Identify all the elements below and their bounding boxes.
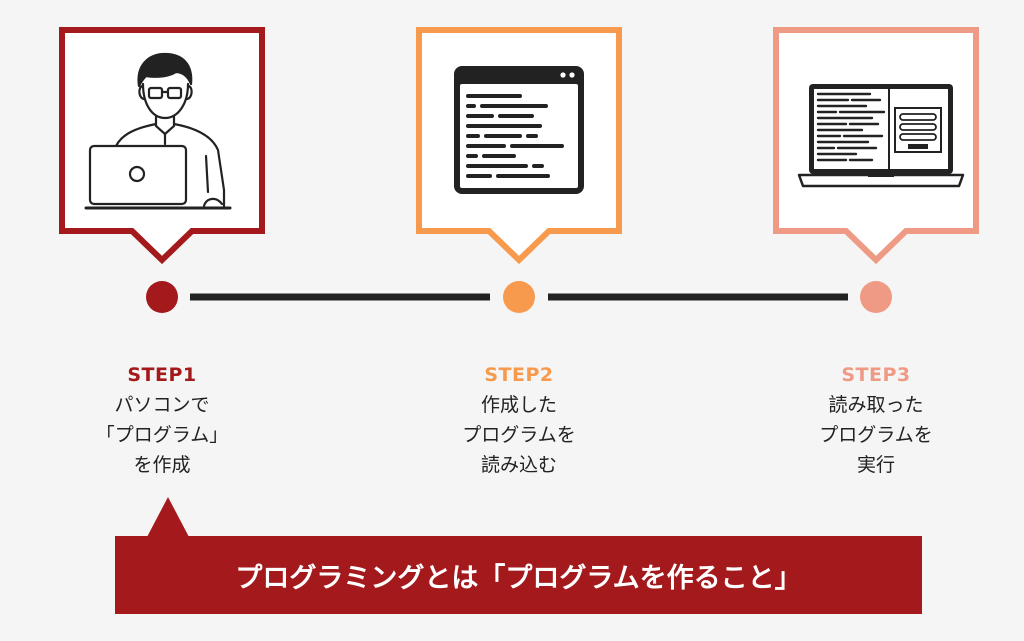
banner-text: プログラミングとは「プログラムを作ること」 [235,562,802,594]
definition-banner: プログラミングとは「プログラムを作ること」 [115,536,922,614]
step1-line-3: を作成 [133,454,191,476]
step3-line-3: 実行 [856,454,895,476]
step2-line-3: 読み込む [480,454,557,476]
step3-dot [860,281,892,313]
step1-callout [59,27,265,265]
step2-callout [416,27,622,265]
step2-line-1: 作成した [480,394,557,416]
step3-line-1: 読み取った [828,394,924,416]
step2-dot [503,281,535,313]
banner-pointer [147,497,189,537]
step1-text: STEP1 パソコンで 「プログラム」 を作成 [52,360,272,480]
step2-label: STEP2 [484,364,554,386]
step2-line-2: プログラムを [462,424,576,446]
step1-line-1: パソコンで [114,394,210,416]
step3-text: STEP3 読み取った プログラムを 実行 [766,360,986,480]
laptop-code-screen-icon [797,84,965,188]
step3-label: STEP3 [841,364,911,386]
step1-line-2: 「プログラム」 [95,424,229,446]
step1-label: STEP1 [127,364,197,386]
step3-callout [773,27,979,265]
code-window-icon [454,66,584,194]
timeline [146,281,892,313]
person-with-laptop-icon [84,52,232,210]
step2-text: STEP2 作成した プログラムを 読み込む [409,360,629,480]
step3-line-2: プログラムを [819,424,933,446]
step1-dot [146,281,178,313]
